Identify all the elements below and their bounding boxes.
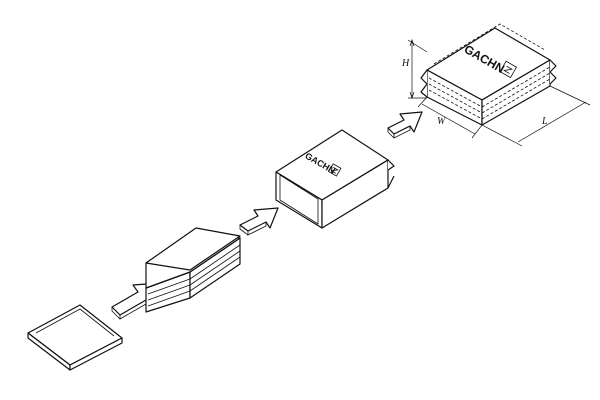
dimension-height-label: H (401, 58, 410, 69)
packed-bundle-icon: GACHN (420, 23, 557, 126)
dimension-height: H (401, 38, 428, 100)
arrow-2-icon (239, 207, 279, 236)
sheet-stack-icon (145, 227, 241, 313)
dimension-length: L (481, 85, 591, 147)
dimension-length-label: L (541, 116, 548, 127)
single-sheet-icon (27, 304, 123, 371)
arrow-3-icon (387, 111, 423, 139)
dimension-width-label: W (437, 116, 447, 127)
box-sleeve-icon: GACHN (275, 129, 395, 229)
dimension-width: W (417, 96, 483, 139)
